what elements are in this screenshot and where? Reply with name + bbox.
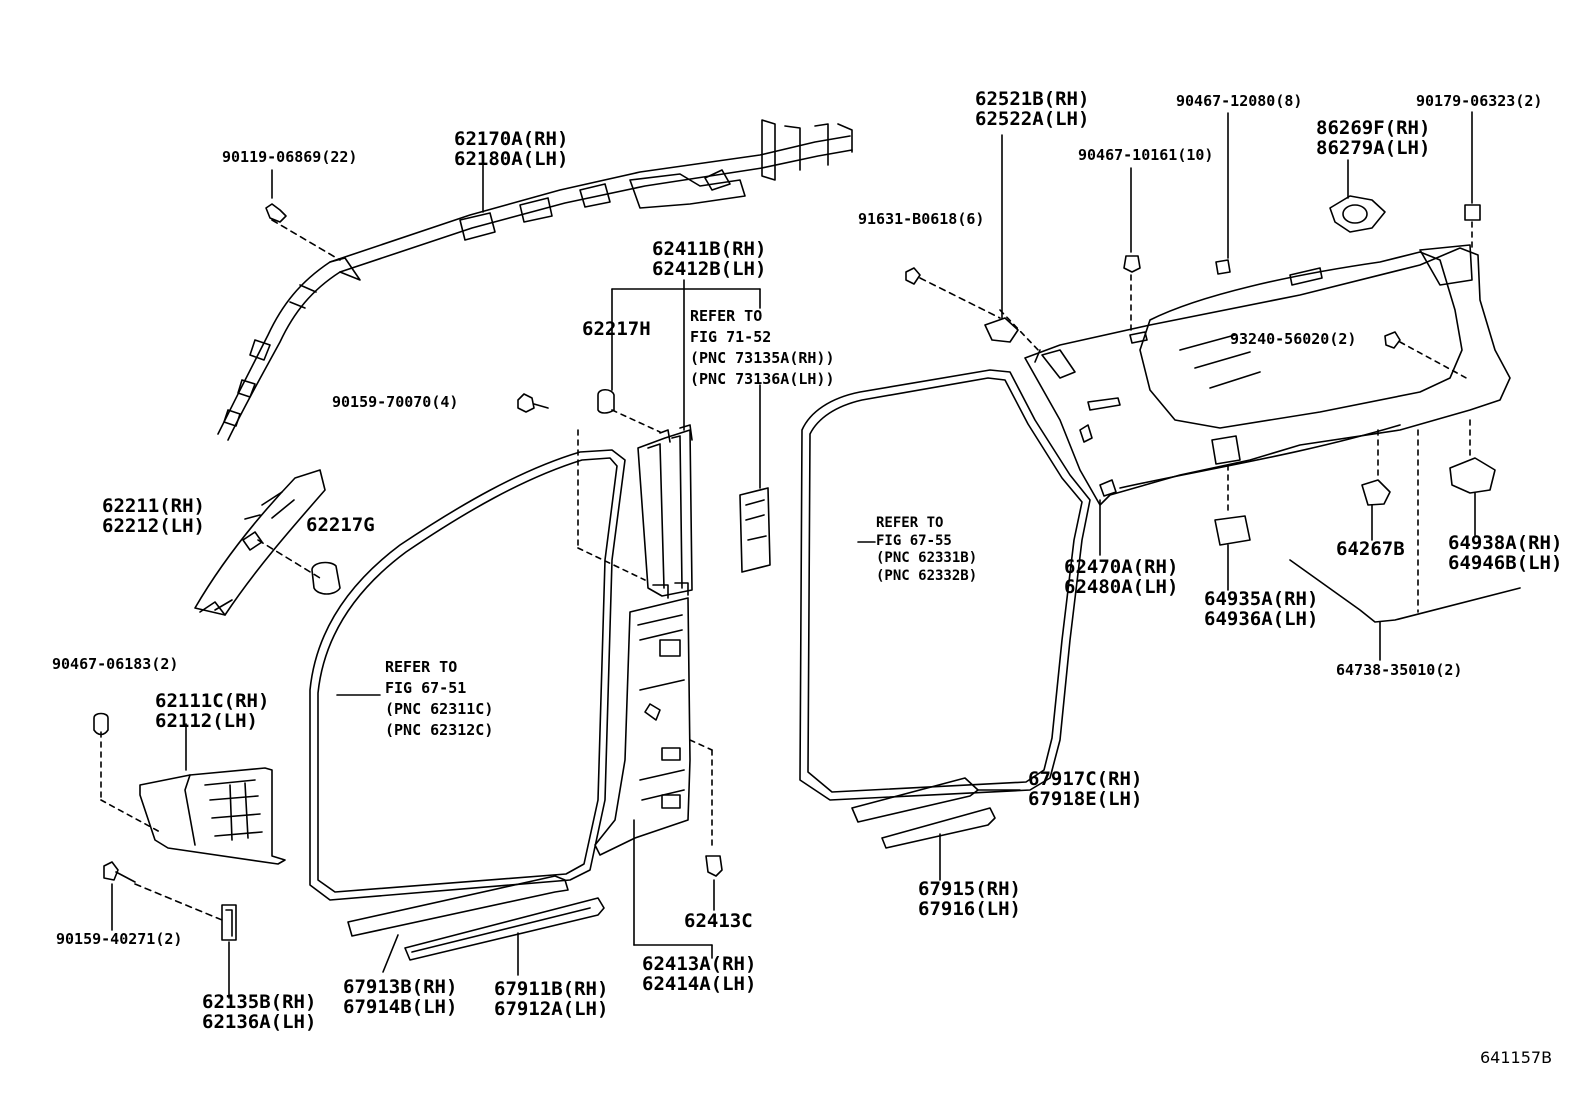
label-90179-06323: 90179-06323(2) — [1416, 92, 1543, 110]
label-62135b: 62135B(RH)62136A(LH) — [202, 991, 317, 1033]
diagram-id: 641157B — [1480, 1048, 1553, 1067]
label-90159-40271: 90159-40271(2) — [56, 930, 183, 948]
label-64267b: 64267B — [1336, 538, 1405, 560]
front-door-weatherstrip — [310, 450, 625, 900]
label-67915: 67915(RH)67916(LH) — [918, 878, 1021, 920]
label-64738-35010: 64738-35010(2) — [1336, 661, 1463, 679]
label-67911b: 67911B(RH)67912A(LH) — [494, 978, 609, 1020]
label-62521b: 62521B(RH)62522A(LH) — [975, 88, 1090, 130]
label-62411b: 62411B(RH)62412B(LH) — [652, 238, 767, 280]
label-62413a: 62413A(RH)62414A(LH) — [642, 953, 757, 995]
label-62217g: 62217G — [306, 514, 375, 536]
label-64938a: 64938A(RH)64946B(LH) — [1448, 532, 1563, 574]
quarter-trim-panel — [1000, 245, 1510, 555]
label-64935a: 64935A(RH)64936A(LH) — [1204, 588, 1319, 630]
label-90467-12080: 90467-12080(8) — [1176, 92, 1303, 110]
label-62470a: 62470A(RH)62480A(LH) — [1064, 556, 1179, 598]
label-90159-70070: 90159-70070(4) — [332, 393, 459, 411]
label-62170a: 62170A(RH)62180A(LH) — [454, 128, 569, 170]
label-62217h: 62217H — [582, 318, 651, 340]
seatbelt-guide-ref — [740, 385, 770, 572]
curtain-airbag-part — [218, 120, 852, 440]
label-91631-b0618: 91631-B0618(6) — [858, 210, 985, 228]
center-pillar-lower-garnish — [518, 394, 722, 958]
label-62111c: 62111C(RH)62112(LH) — [155, 690, 270, 732]
center-pillar-upper-garnish — [598, 280, 760, 598]
label-90467-10161: 90467-10161(10) — [1078, 146, 1214, 164]
front-pillar-garnish — [195, 470, 340, 615]
label-86269f: 86269F(RH)86279A(LH) — [1316, 117, 1431, 159]
label-67917c: 67917C(RH)67918E(LH) — [1028, 768, 1143, 810]
label-90467-06183: 90467-06183(2) — [52, 655, 179, 673]
cowl-side-trim — [94, 714, 285, 865]
rear-door-weatherstrip — [800, 370, 1090, 800]
label-62413c: 62413C — [684, 910, 753, 932]
front-scuff-plates — [348, 876, 604, 975]
rear-scuff-plates — [852, 778, 1020, 880]
seatbelt-anchor-bracket — [104, 862, 236, 998]
label-67913b: 67913B(RH)67914B(LH) — [343, 976, 458, 1018]
label-93240-56020: 93240-56020(2) — [1230, 330, 1357, 348]
label-62211: 62211(RH)62212(LH) — [102, 495, 205, 537]
quarter-fasteners — [906, 112, 1520, 660]
label-90119-06869: 90119-06869(22) — [222, 148, 358, 166]
